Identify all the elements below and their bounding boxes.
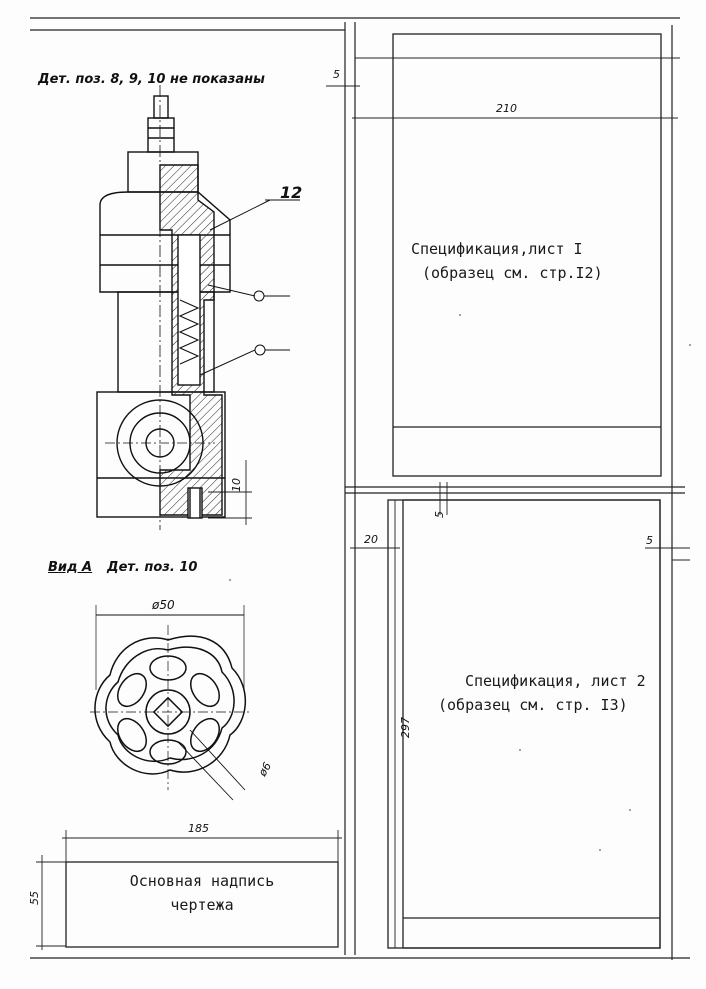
dim-20: 20 <box>364 533 378 546</box>
callout-12: 12 <box>280 183 303 202</box>
view-a-detail-label: Дет. поз. 10 <box>107 560 198 575</box>
title-block-line-2: чертежа <box>170 896 234 914</box>
dim-297: 297 <box>399 717 412 738</box>
dim-55: 55 <box>28 891 41 905</box>
spec-sheet-1-reference: (образец см. стр.I2) <box>422 264 603 282</box>
spec-sheet-1-frame <box>392 33 662 477</box>
spec-sheet-2-reference: (образец см. стр. I3) <box>438 696 628 714</box>
spec-sheet-2-title: Спецификация, лист 2 <box>465 672 646 690</box>
handwheel-view-a <box>90 605 250 801</box>
dim-5-top: 5 <box>333 68 340 81</box>
title-block-frame <box>65 861 339 948</box>
format-frame <box>30 17 690 960</box>
dimension-lines <box>36 57 690 950</box>
spec-sheet-2-frame <box>387 499 661 949</box>
spec-sheet-1-title: Спецификация,лист I <box>411 240 583 258</box>
dim-5-mid: 5 <box>433 511 446 518</box>
dim-185: 185 <box>188 822 209 835</box>
view-a-label: Вид А <box>48 560 93 575</box>
scan-speckles <box>229 314 691 851</box>
dim-d50: ø50 <box>152 598 175 612</box>
dim-5-right: 5 <box>646 534 653 547</box>
title-block-line-1: Основная надпись <box>129 872 275 890</box>
note-parts-not-shown: Дет. поз. 8, 9, 10 не показаны <box>38 72 265 87</box>
dim-10: 10 <box>230 478 243 492</box>
dim-210: 210 <box>496 102 517 115</box>
valve-assembly-drawing <box>96 85 300 530</box>
